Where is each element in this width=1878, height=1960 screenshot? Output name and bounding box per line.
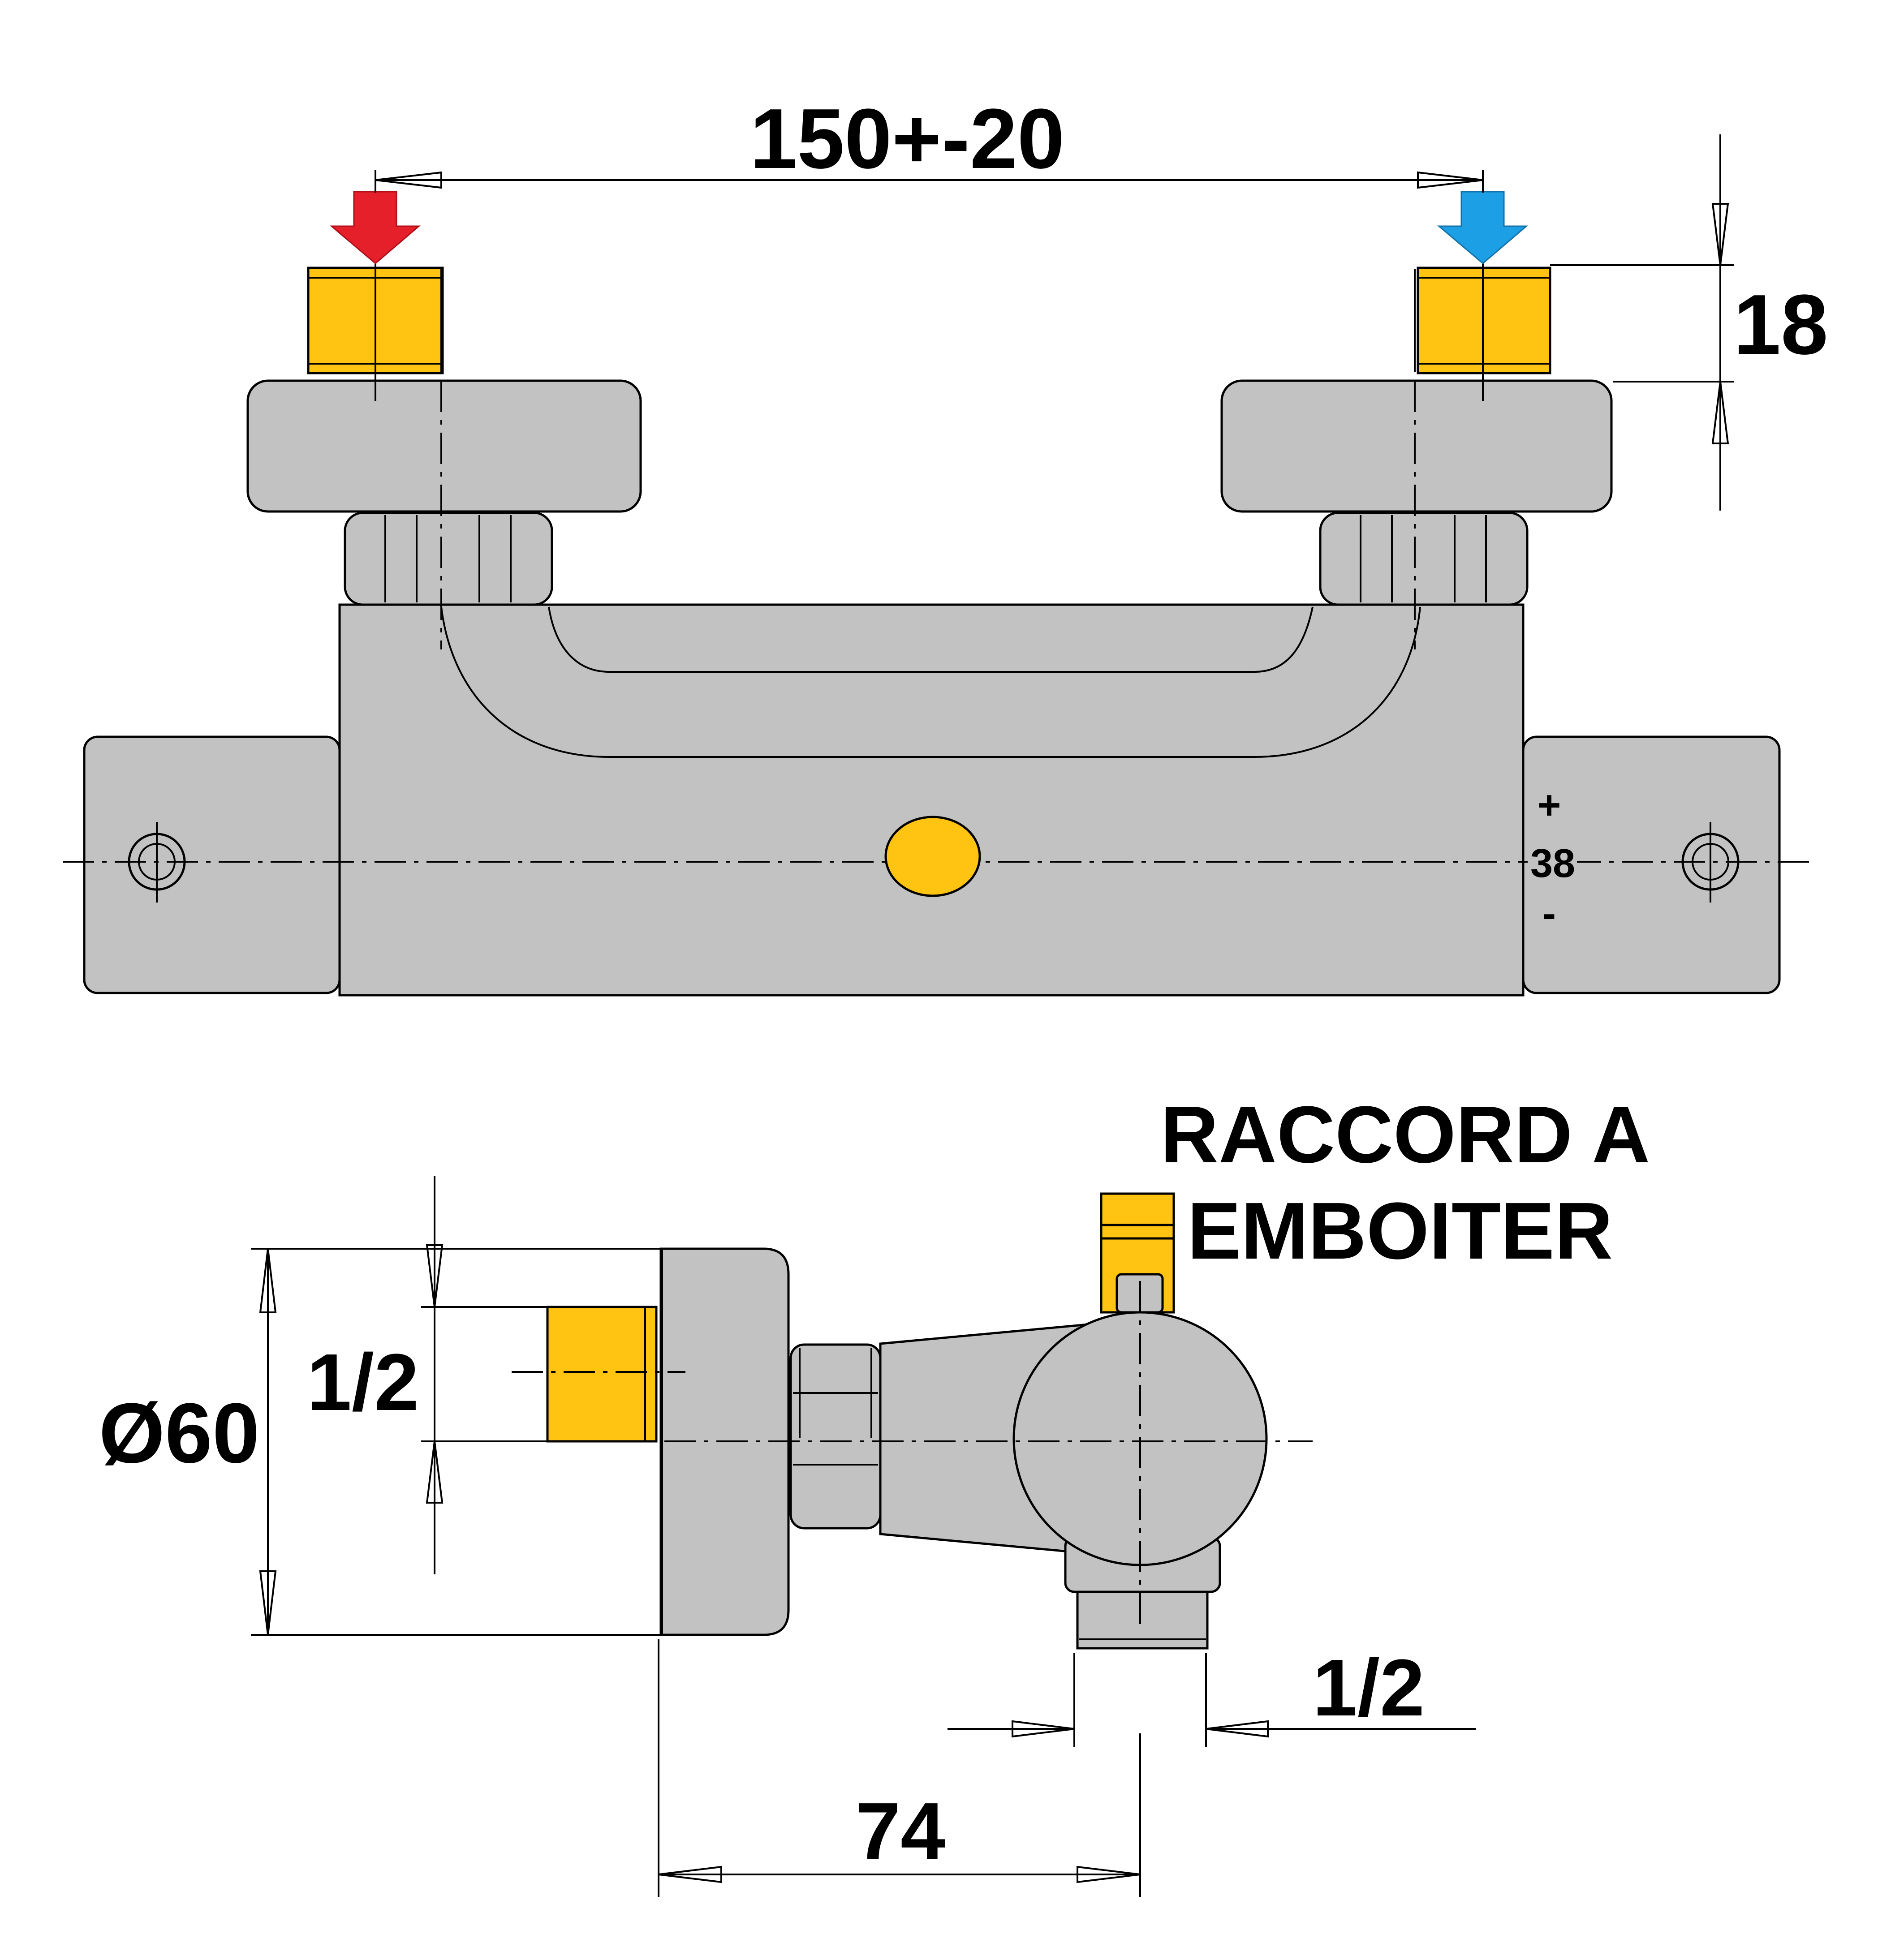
diameter-dimension — [251, 1248, 661, 1636]
outlet-thread-dimension — [948, 1653, 1476, 1747]
body-channel — [440, 606, 1421, 758]
depth-label: 74 — [856, 1786, 945, 1876]
diameter-label: Ø60 — [99, 1386, 259, 1481]
body-channel-inner — [548, 606, 1314, 673]
inlet-thread-dimension — [421, 1176, 656, 1574]
left-mounting-hole — [128, 822, 186, 903]
inlet-thread-label: 1/2 — [307, 1337, 419, 1427]
adjust-plus: + — [1538, 783, 1561, 828]
down-arrow-icon — [329, 191, 421, 264]
adjust-value: 38 — [1530, 841, 1575, 886]
callout-line-1: RACCORD A — [1160, 1090, 1650, 1180]
right-hex-nut — [1319, 511, 1529, 606]
right-mounting-hole — [1681, 822, 1740, 903]
left-end-cap — [83, 735, 341, 994]
right-wall-flange — [1220, 379, 1613, 513]
side-inlet-fitting — [546, 1306, 658, 1443]
depth-dimension — [658, 1639, 1141, 1897]
adjust-minus: - — [1542, 891, 1556, 936]
left-wall-flange — [246, 379, 642, 513]
temperature-indicator — [884, 816, 981, 897]
side-outlet-pipe — [1076, 1590, 1209, 1650]
front-view: + 38 - 150+-20 18 — [63, 91, 1828, 997]
down-arrow-icon — [1437, 191, 1529, 264]
side-view: Ø60 1/2 1/2 74 RAC — [99, 1090, 1650, 1897]
spacing-dimension — [375, 170, 1484, 193]
height-label: 18 — [1733, 277, 1828, 372]
spacing-label: 150+-20 — [750, 91, 1065, 186]
height-dimension — [1550, 134, 1734, 511]
right-inlet-fitting — [1417, 266, 1551, 374]
main-body — [338, 603, 1525, 997]
callout-line-2: EMBOITER — [1187, 1186, 1613, 1276]
push-fit-connector — [1100, 1192, 1175, 1314]
side-hex-nut — [789, 1343, 882, 1530]
outlet-thread-label: 1/2 — [1313, 1643, 1425, 1733]
left-hex-nut — [344, 511, 553, 606]
